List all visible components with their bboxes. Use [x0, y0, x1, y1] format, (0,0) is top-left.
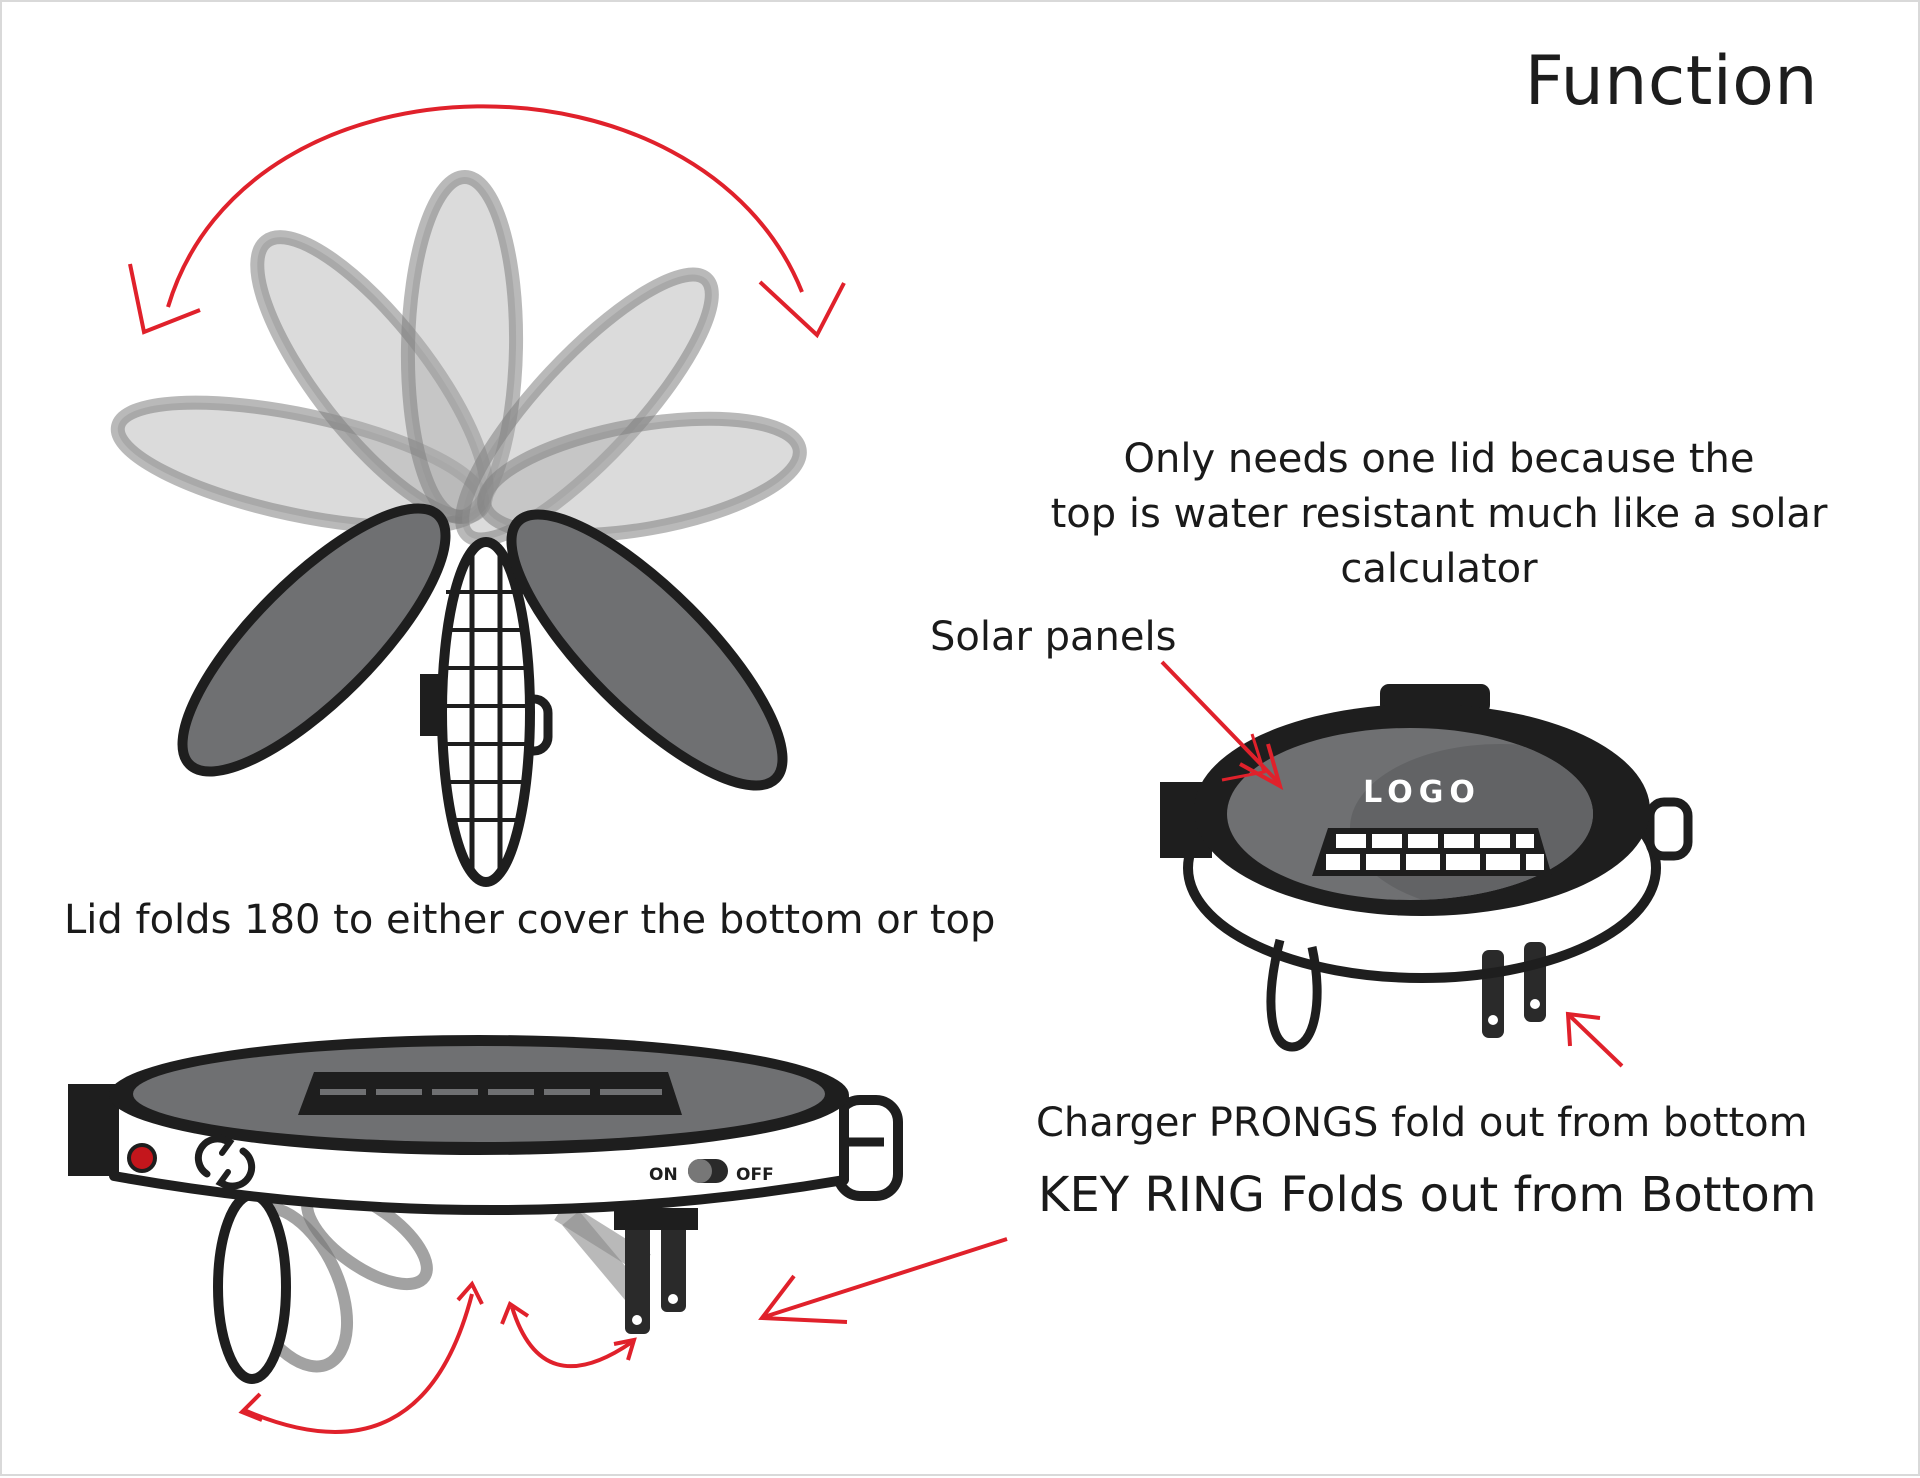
solid-lid — [177, 503, 451, 777]
rotation-arc-arrow-icon — [128, 104, 846, 339]
side-view-device: ON OFF — [68, 1035, 903, 1434]
ghost-lid-positions — [110, 170, 807, 547]
charger-prongs — [614, 1208, 698, 1334]
water-note-line-2: top is water resistant much like a solar… — [1050, 491, 1828, 592]
solar-cell-grid — [1312, 828, 1552, 876]
solid-lid — [506, 509, 788, 791]
key-ring-fold-arrow-icon — [243, 1293, 474, 1434]
switch-on-label: ON — [649, 1165, 678, 1185]
key-ring-loop — [213, 1190, 291, 1384]
ghost-lid — [455, 267, 719, 547]
logo-text: LOGO — [1363, 775, 1481, 810]
prongs-callout-arrow-icon — [1568, 1014, 1624, 1068]
lid-fold-caption: Lid folds 180 to either cover the bottom… — [64, 897, 996, 943]
solar-panels-callout-arrow-icon — [1160, 660, 1280, 784]
device-side-body — [420, 537, 553, 887]
charger-prongs — [1482, 942, 1546, 1038]
prong-fold-arrow-icon — [510, 1306, 634, 1369]
solar-panels-label: Solar panels — [930, 614, 1177, 660]
key-ring-caption: KEY RING Folds out from Bottom — [1038, 1167, 1817, 1223]
top-view-device: LOGO — [1160, 684, 1693, 1052]
fold-arrows — [238, 1280, 637, 1434]
power-switch: ON OFF — [649, 1159, 774, 1185]
water-note-line-1: Only needs one lid because the — [1123, 436, 1755, 482]
lid-rotation-figure — [110, 104, 846, 887]
water-resistant-note: Only needs one lid because the top is wa… — [974, 432, 1904, 597]
sync-icon — [194, 1133, 256, 1192]
solid-lid-positions — [177, 503, 788, 791]
switch-off-label: OFF — [736, 1165, 774, 1185]
key-ring-loop — [1266, 938, 1322, 1052]
ghost-lid — [477, 411, 807, 543]
page-title: Function — [1524, 42, 1818, 121]
power-indicator-icon — [127, 1143, 157, 1173]
callout-arrows — [758, 660, 1624, 1324]
key-ring-callout-arrow-icon — [763, 1237, 1008, 1319]
charger-prongs-caption: Charger PRONGS fold out from bottom — [1036, 1100, 1808, 1146]
